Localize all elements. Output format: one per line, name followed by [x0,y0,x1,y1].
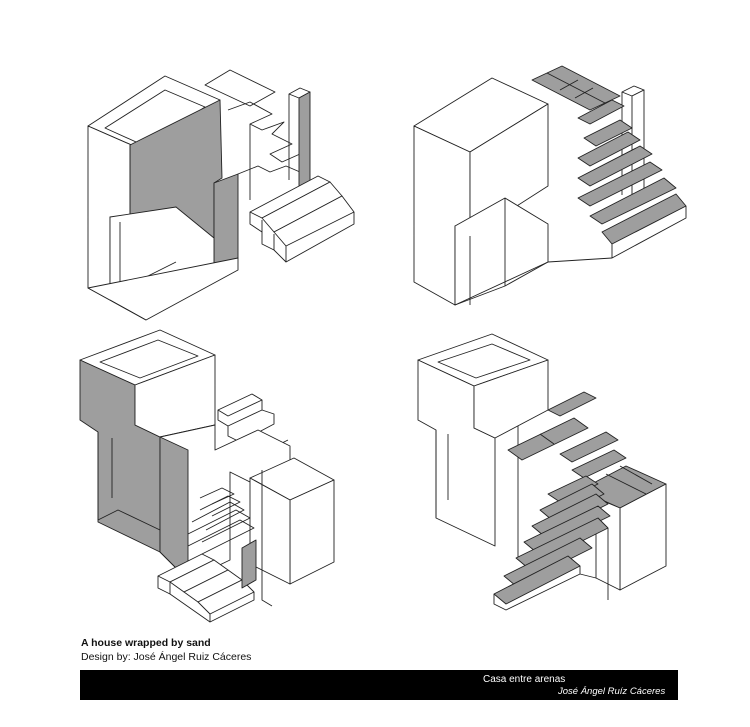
axonometric-view-bottom-right [417,333,667,611]
caption-title: A house wrapped by sand [81,637,211,649]
axonometric-view-top-left [87,69,355,321]
axonometric-view-bottom-left [79,329,335,623]
banner-project-name: Casa entre arenas [483,674,566,685]
banner-author: José Ángel Ruíz Cáceres [558,686,666,697]
caption-credit: Design by: José Ángel Ruiz Cáceres [81,651,252,663]
caption: A house wrapped by sand Design by: José … [81,636,251,664]
axonometric-view-top-right [413,65,687,306]
title-banner: Casa entre arenas José Ángel Ruíz Cácere… [80,670,678,700]
